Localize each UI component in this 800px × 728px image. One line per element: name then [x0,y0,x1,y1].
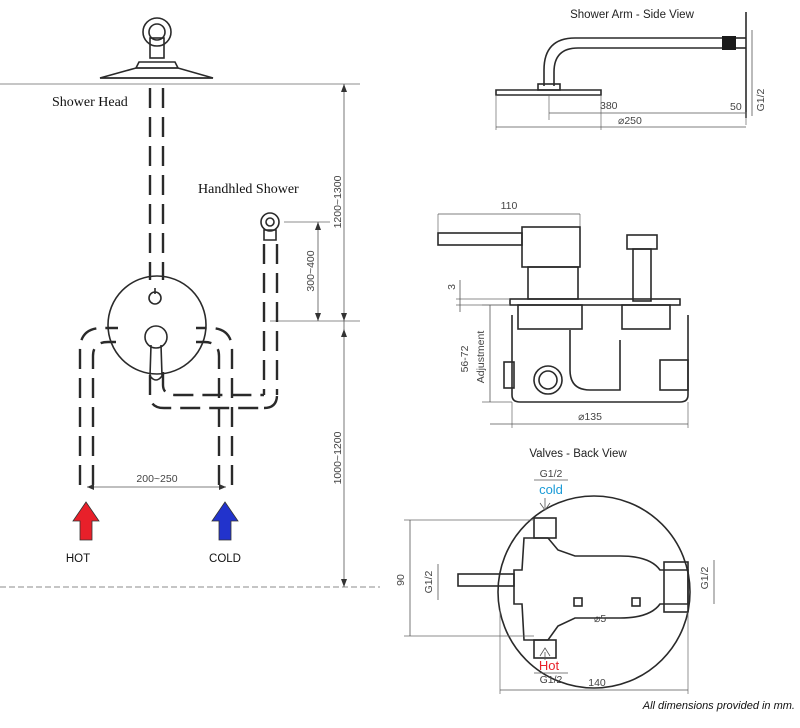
valve-cartridge [517,304,583,330]
handheld-feed-outer [148,375,264,410]
hot-arrow-icon [72,501,100,541]
arrowhead-icon [315,222,321,230]
mount-hole [573,597,583,607]
side-port [503,361,515,389]
handheld-shower-label: Handhled Shower [198,182,299,197]
width-dim: 110 [501,200,518,212]
arrowhead-icon [341,579,347,587]
diverter-cartridge [621,304,671,330]
back-hot-label: Hot [539,658,560,673]
hot-label: HOT [66,553,90,565]
body-channel [569,330,621,391]
cold-label: COLD [209,553,241,565]
right-outlet [663,561,689,613]
cover-plate [509,298,681,306]
adjust-label: Adjustment [475,331,487,384]
diverter-stem [632,248,652,302]
left-thread-dim: G1/2 [423,570,435,593]
right-thread-dim: G1/2 [699,566,711,589]
arrowhead-icon [219,484,226,490]
arm-shower-head-icon [495,89,602,96]
cold-pipe-outer [196,326,234,485]
valve-back-view: Valves - Back View G1/2 cold Hot G1/2 90… [395,448,715,694]
inlet-port-icon [533,365,563,395]
valve-plate-icon [107,275,207,381]
shower-head-icon [99,17,214,79]
arm-view-title: Shower Arm - Side View [570,9,694,21]
back-view-title: Valves - Back View [529,448,627,460]
arm-pipe-bottom [553,47,722,86]
adjust-dim: 56-72 [459,345,471,372]
arm-length-dim: 380 [600,100,618,112]
arrowhead-icon [341,84,347,92]
shower-head-label: Shower Head [52,95,128,110]
handle-body [521,226,581,268]
three-dim: 3 [446,284,458,290]
inlet-port-inner [538,370,558,390]
down-arrow-icon [539,498,551,511]
arm-pipe-top [543,37,722,86]
hole-dim: ⌀5 [594,613,606,625]
outlet-port [659,359,689,391]
back-width-dim: 140 [588,677,606,689]
arm-connector [537,83,561,91]
shower-arm-side-view: Shower Arm - Side View 380 ⌀250 50 G1/2 [495,9,767,130]
valve-side-view: 110 3 56-72 Adjustment ⌀135 [437,200,689,428]
cold-arrow-icon [211,501,239,541]
arrowhead-icon [315,313,321,321]
arrowhead-icon [87,484,94,490]
diverter-knob-icon [626,234,658,250]
inlet-spacing-dim: 200~250 [136,473,177,485]
back-plate-circle [497,495,691,689]
back-cold-label: cold [539,482,563,497]
wall-flange-icon [722,36,736,50]
head-dia-dim: ⌀250 [618,115,642,127]
bottom-thread-dim: G1/2 [540,674,563,686]
top-inlet [533,517,557,539]
handle-stem [527,266,579,300]
cold-pipe-inner [196,340,221,485]
back-height-dim: 90 [395,574,407,586]
mount-hole [631,597,641,607]
head-height-dim: 1200~1300 [332,175,344,228]
arm-thread-dim: G1/2 [755,88,767,111]
handheld-feed-inner [161,372,264,397]
handheld-outlet-icon [260,212,280,241]
hot-pipe-outer [78,326,118,485]
up-arrow-icon [539,647,551,660]
valve-height-dim: 1000~1200 [332,431,344,484]
back-lever-icon [457,573,515,587]
handheld-height-dim: 300~400 [305,250,317,291]
plate-dim: ⌀135 [578,411,602,423]
lever-handle-icon [437,232,523,246]
footer-note: All dimensions provided in mm. [642,700,795,712]
top-thread-dim: G1/2 [540,468,563,480]
valve-body [511,315,689,403]
handheld-feed-corner [263,394,279,410]
flange-dim: 50 [730,101,742,113]
arrowhead-icon [341,313,347,321]
arrowhead-icon [341,329,347,337]
hot-pipe-inner [91,340,116,485]
installation-layout: Shower Head Handhled Shower [0,17,380,588]
